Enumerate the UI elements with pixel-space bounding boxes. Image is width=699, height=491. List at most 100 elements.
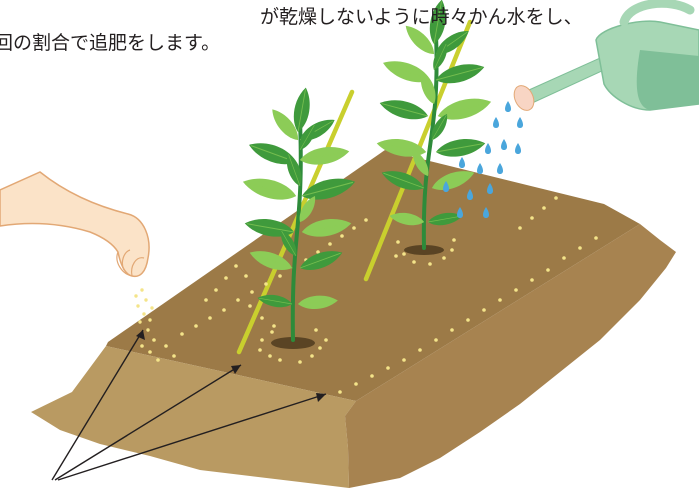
- fertilizer-granule: [316, 250, 320, 254]
- fertilizer-granule: [394, 254, 398, 258]
- falling-granule: [144, 298, 148, 302]
- fertilizer-granule: [224, 276, 228, 280]
- water-drop: [505, 101, 511, 112]
- caption-line-2: 回の割合で追肥をします。: [0, 32, 221, 54]
- fertilizer-granule: [578, 246, 582, 250]
- plant-stem: [290, 118, 303, 342]
- fertilizer-granule: [546, 268, 550, 272]
- fertilizer-granule: [156, 358, 160, 362]
- plant-leaf: [435, 139, 486, 157]
- soil-side: [345, 224, 676, 488]
- fertilizer-granule: [530, 216, 534, 220]
- fertilizer-granule: [236, 298, 240, 302]
- fertilizer-granule: [278, 274, 282, 278]
- fertilizer-granule: [418, 348, 422, 352]
- falling-granule: [136, 304, 140, 308]
- water-drop: [487, 183, 493, 194]
- water-drop: [517, 117, 523, 128]
- fertilizer-granule: [314, 328, 318, 332]
- hand-arm: [0, 171, 150, 278]
- fertilizer-granule: [396, 240, 400, 244]
- plant-leaf: [272, 109, 299, 141]
- watering-can-rose: [513, 85, 535, 111]
- arrow-icon: [57, 393, 327, 481]
- fertilizer-granule: [402, 252, 406, 256]
- water-drop: [483, 207, 489, 218]
- plant-leaf: [427, 212, 463, 226]
- fertilizer-granule: [214, 288, 218, 292]
- water-drop: [443, 181, 449, 192]
- hand-icon: [0, 171, 150, 278]
- plant-stem: [421, 32, 439, 250]
- fertilizer-granule: [164, 344, 168, 348]
- fertilizer-granule: [140, 344, 144, 348]
- watering-can-icon: [513, 0, 699, 111]
- fertilizer-granule: [386, 366, 390, 370]
- fertilizer-granule: [434, 338, 438, 342]
- plant-leaf: [420, 71, 436, 105]
- soil-top: [106, 150, 640, 401]
- plant-leaf: [286, 153, 302, 187]
- fertilizer-granule: [518, 226, 522, 230]
- water-drop: [485, 143, 491, 154]
- plant-leaf: [242, 178, 297, 200]
- fertilizer-granule: [172, 354, 176, 358]
- fertilizer-granule: [542, 206, 546, 210]
- plant-leaf: [431, 171, 475, 190]
- plant-leaf: [257, 294, 293, 308]
- fertilizer-granule: [298, 360, 302, 364]
- watering-can-shadow: [636, 50, 699, 110]
- plant-leaf: [301, 219, 352, 237]
- fertilizer-granule: [278, 358, 282, 362]
- plant-hole-left: [271, 337, 315, 349]
- fertilizer-granule: [264, 282, 268, 286]
- fertilizer-granule: [270, 330, 274, 334]
- plant-leaf: [412, 150, 429, 177]
- instruction-caption: が乾燥しないように時々かん水をし、 回の割合で追肥をします。: [0, 4, 583, 56]
- falling-granule: [150, 306, 154, 310]
- plant-leaf: [299, 124, 316, 151]
- fertilizer-granule: [318, 346, 322, 350]
- soil-bed: [31, 150, 676, 488]
- fertilizer-granule: [248, 304, 252, 308]
- arrow-icon: [51, 329, 145, 481]
- fertilizer-granule: [260, 338, 264, 342]
- hand-finger-2: [121, 249, 131, 271]
- fertilizer-granule: [260, 316, 264, 320]
- arrow-icon: [54, 364, 242, 481]
- plant-leaf: [433, 42, 448, 71]
- plant-leaf: [280, 230, 297, 257]
- fertilizer-granule: [272, 324, 276, 328]
- water-drop: [515, 143, 521, 154]
- fertilizer-granule: [268, 354, 272, 358]
- fertilizer-granule: [324, 338, 328, 342]
- arrows: [51, 329, 327, 481]
- falling-granule: [134, 294, 138, 298]
- fertilizer-granule: [310, 354, 314, 358]
- fertilizer-granule: [204, 298, 208, 302]
- fertilizer-granule: [340, 234, 344, 238]
- plant-leaf: [381, 171, 425, 190]
- fertilizer-granule: [328, 242, 332, 246]
- plant-leaf: [429, 0, 446, 45]
- plant-leaf: [299, 196, 316, 223]
- plant-leaf: [405, 25, 435, 55]
- watering-can-handle: [619, 0, 695, 27]
- stake-left: [236, 89, 355, 355]
- plant-icon: [376, 0, 492, 250]
- fertilizer-granule: [364, 218, 368, 222]
- plant-leaf: [437, 98, 492, 120]
- plant-icon: [242, 87, 356, 342]
- water-drop: [477, 163, 483, 174]
- plant-leaf: [435, 64, 485, 84]
- fertilizer-granules: [140, 196, 598, 394]
- falling-granule: [148, 318, 152, 322]
- falling-granule: [142, 312, 146, 316]
- water-drop: [459, 157, 465, 168]
- fertilizer-granule: [152, 338, 156, 342]
- fertilizer-granule: [554, 196, 558, 200]
- fertilizer-granule: [594, 236, 598, 240]
- plant-leaf: [297, 295, 338, 309]
- fertilizer-granule: [450, 248, 454, 252]
